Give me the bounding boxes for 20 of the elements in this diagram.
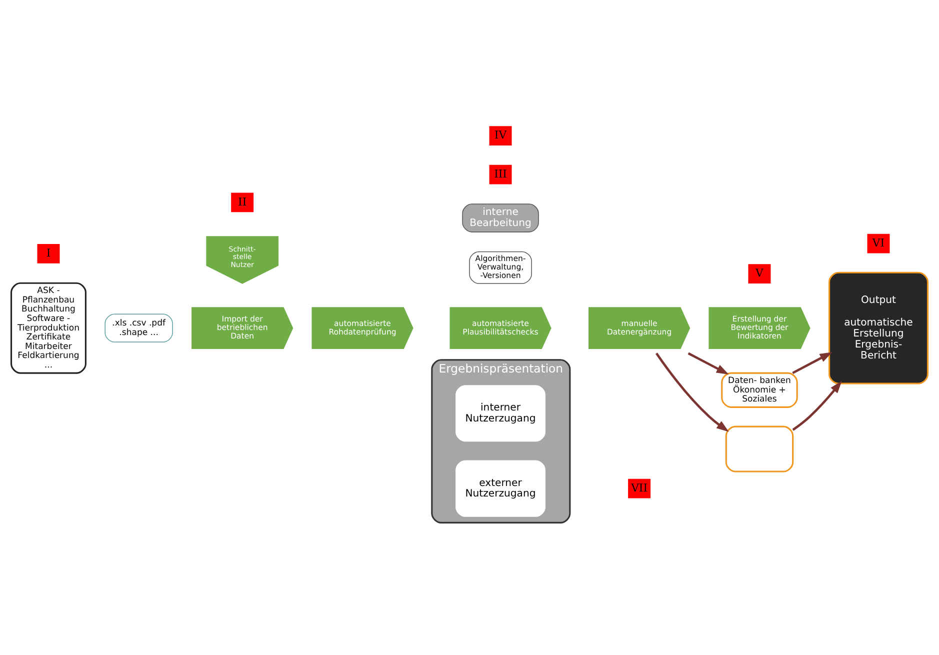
- arrow: [792, 352, 832, 374]
- node-box: Algorithmen- Verwaltung, -Versionen: [469, 251, 532, 284]
- arrow: [792, 380, 842, 431]
- node-box: Daten- banken Ökonomie + Soziales: [721, 372, 798, 408]
- node-box: ASK - Pflanzenbau Buchhaltung Software - Tierproduktion Zertifikate Mitarbeiter Feldkartierung ...: [10, 282, 86, 374]
- node-box: Output automatische Erstellung Ergebnis- Bericht: [828, 272, 928, 384]
- node-box: interne Bearbeitung: [462, 204, 539, 232]
- label: IV: [494, 128, 507, 142]
- node-box: [725, 426, 794, 472]
- arrow: [688, 352, 729, 374]
- arrow: [655, 352, 729, 432]
- label: VII: [631, 481, 648, 494]
- label: III: [494, 167, 507, 180]
- node-box: .xls .csv .pdf .shape ...: [104, 314, 173, 342]
- node-box: externer Nutzerzugang: [456, 460, 546, 517]
- label: II: [238, 195, 247, 208]
- label: V: [756, 266, 764, 280]
- label: I: [46, 246, 51, 260]
- label: VI: [872, 236, 885, 250]
- node-box: interner Nutzerzugang: [456, 385, 546, 442]
